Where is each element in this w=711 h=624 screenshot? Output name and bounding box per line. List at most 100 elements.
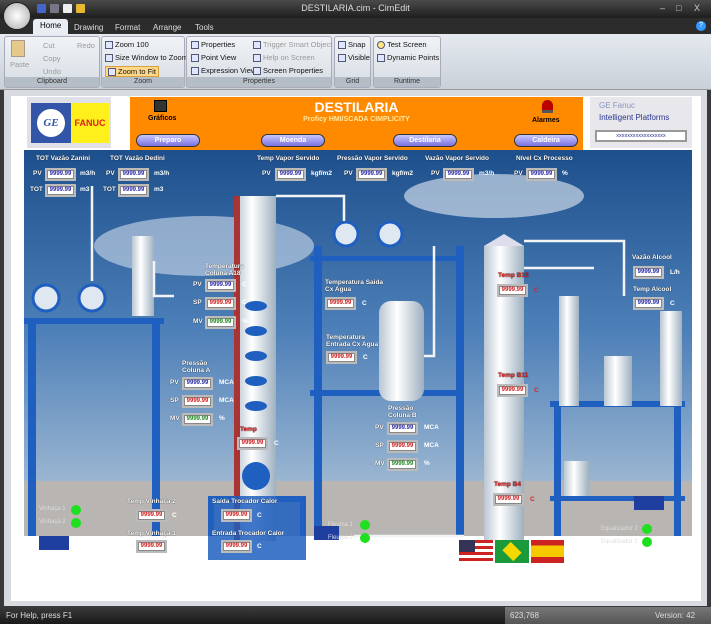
unit-c: C <box>257 543 262 550</box>
copy-button[interactable]: Copy <box>43 54 61 63</box>
screen-properties-button[interactable]: Screen Properties <box>253 66 323 75</box>
zanini-pv-value[interactable]: 9999.99 <box>45 168 76 181</box>
nav-preparo-button[interactable]: Preparo <box>136 134 200 147</box>
brand-panel: GE Fanuc Intelligent Platforms xxxxxxxxx… <box>590 97 692 148</box>
size-window-to-zoom-button[interactable]: Size Window to Zoom <box>105 53 188 62</box>
tab-drawing[interactable]: Drawing <box>74 23 104 32</box>
temp-col-a18-mv[interactable]: 9999.99 <box>205 316 236 329</box>
nav-destilaria-button[interactable]: Destilaria <box>393 134 457 147</box>
unit-m3h: m3/h <box>479 170 495 177</box>
vazao-vapor-value[interactable]: 9999.99 <box>443 168 474 181</box>
pressao-col-b-pv[interactable]: 9999.99 <box>387 422 418 435</box>
flag-spanish-button[interactable] <box>531 540 564 563</box>
lightbulb-icon <box>377 40 385 49</box>
alarmes-link[interactable]: Alarmes <box>532 117 560 124</box>
properties-button[interactable]: Properties <box>191 40 235 49</box>
undo-button[interactable]: Undo <box>43 67 61 76</box>
tab-arrange[interactable]: Arrange <box>153 23 182 32</box>
close-button[interactable]: X <box>694 3 701 13</box>
temp-col-a18-sp[interactable]: 9999.99 <box>205 297 236 310</box>
application-menu-button[interactable] <box>3 2 31 30</box>
alarm-beacon-icon[interactable] <box>542 100 553 113</box>
graficos-link[interactable]: Gráficos <box>148 115 177 122</box>
temp-vinhaca1-value[interactable]: 9999.99 <box>136 540 167 553</box>
saida-trocador-label: Saída Trocador Calor <box>212 498 278 505</box>
pressao-col-b-sp[interactable]: 9999.99 <box>387 440 418 453</box>
redo-button[interactable]: Redo <box>77 41 95 50</box>
point-view-button[interactable]: Point View <box>191 53 236 62</box>
maximize-button[interactable]: □ <box>676 3 682 13</box>
temp-b11-value[interactable]: 9999.99 <box>497 384 528 397</box>
temp-b4-value[interactable]: 9999.99 <box>493 493 524 506</box>
trigger-smart-object-button[interactable]: Trigger Smart Object <box>253 40 332 49</box>
point-view-icon <box>191 53 199 62</box>
temp-alcool-value[interactable]: 9999.99 <box>633 297 664 310</box>
temp-col-a18-pv[interactable]: 9999.99 <box>205 279 236 292</box>
pv-label: PV <box>193 281 202 288</box>
unit-c: C <box>362 300 367 307</box>
snap-label: Snap <box>348 40 366 49</box>
saida-trocador-value[interactable]: 9999.99 <box>221 509 252 522</box>
nav-moenda-button[interactable]: Moenda <box>261 134 325 147</box>
dynamic-points-button[interactable]: Dynamic Points <box>377 53 439 62</box>
title-bar: DESTILARIA.cim - CimEdit – □ X <box>0 0 711 18</box>
minimize-button[interactable]: – <box>660 3 666 13</box>
nav-caldeira-button[interactable]: Caldeira <box>514 134 578 147</box>
fleuma1-label: Fleuma 1 <box>328 522 354 528</box>
help-on-screen-button[interactable]: Help on Screen <box>253 53 315 62</box>
unit-m3: m3 <box>80 186 90 193</box>
status-help-text: For Help, press F1 <box>6 611 73 620</box>
pv-label: PV <box>106 170 115 177</box>
new-file-icon[interactable] <box>63 4 72 13</box>
nivel-cx-value[interactable]: 9999.99 <box>526 168 557 181</box>
zanini-tot-value[interactable]: 9999.99 <box>45 184 76 197</box>
user-field[interactable]: xxxxxxxxxxxxxxxxxx <box>595 130 687 142</box>
temp-saida-cx-value[interactable]: 9999.99 <box>325 297 356 310</box>
zoom-to-fit-button[interactable]: Zoom to Fit <box>105 66 159 77</box>
visible-button[interactable]: Visible <box>338 53 370 62</box>
undo-icon[interactable] <box>50 4 59 13</box>
expression-view-button[interactable]: Expression View <box>191 66 256 75</box>
vinhaca1-label: Vinhaça 1 <box>39 506 66 512</box>
temp-b15-value[interactable]: 9999.99 <box>497 284 528 297</box>
cut-button[interactable]: Cut <box>43 41 55 50</box>
test-screen-button[interactable]: Test Screen <box>377 40 427 49</box>
pressao-col-b-mv[interactable]: 9999.99 <box>387 458 418 471</box>
pressao-col-a-pv[interactable]: 9999.99 <box>182 377 213 390</box>
temp-entrada-cx-value[interactable]: 9999.99 <box>326 351 357 364</box>
dedini-pv-value[interactable]: 9999.99 <box>118 168 149 181</box>
temp-vinhaca2-value[interactable]: 9999.99 <box>136 509 167 522</box>
pressao-col-a-sp[interactable]: 9999.99 <box>182 395 213 408</box>
unit-c: C <box>274 440 279 447</box>
vazao-alcool-value[interactable]: 9999.99 <box>633 266 664 279</box>
zoom-fit-label: Zoom to Fit <box>118 67 156 76</box>
sp-label: SP <box>375 442 384 449</box>
unit-c: C <box>242 299 247 306</box>
temp-vapor-value[interactable]: 9999.99 <box>275 168 306 181</box>
expression-view-icon <box>191 66 199 75</box>
flag-english-button[interactable] <box>459 540 493 563</box>
zanini-label: TOT Vazão Zanini <box>36 155 91 162</box>
flag-portuguese-button[interactable] <box>495 540 529 563</box>
entrada-trocador-value[interactable]: 9999.99 <box>221 540 252 553</box>
help-icon[interactable]: ? <box>696 21 706 31</box>
open-folder-icon[interactable] <box>76 4 85 13</box>
temp-vinhaca1-label: Temp Vinhaça 1 <box>127 530 176 537</box>
properties-label: Properties <box>201 40 236 49</box>
tab-format[interactable]: Format <box>115 23 141 32</box>
zoom-100-dropdown[interactable]: Zoom 100 <box>105 40 149 49</box>
pressao-col-a-mv[interactable]: 9999.99 <box>182 413 213 426</box>
paste-button[interactable]: Paste <box>10 60 30 69</box>
test-screen-label: Test Screen <box>387 40 427 49</box>
charts-icon[interactable] <box>154 100 167 112</box>
temp-a-value[interactable]: 9999.99 <box>237 437 268 450</box>
dedini-tot-value[interactable]: 9999.99 <box>118 184 149 197</box>
unit-c: C <box>242 281 247 288</box>
tab-home[interactable]: Home <box>33 19 69 34</box>
tab-tools[interactable]: Tools <box>195 23 214 32</box>
pressao-vapor-value[interactable]: 9999.99 <box>356 168 387 181</box>
unit-lh: L/h <box>670 269 680 276</box>
hmi-screen[interactable]: GE FANUC DESTILARIA Proficy HMI/SCADA CI… <box>24 96 692 565</box>
snap-button[interactable]: Snap <box>338 40 366 49</box>
save-icon[interactable] <box>37 4 46 13</box>
